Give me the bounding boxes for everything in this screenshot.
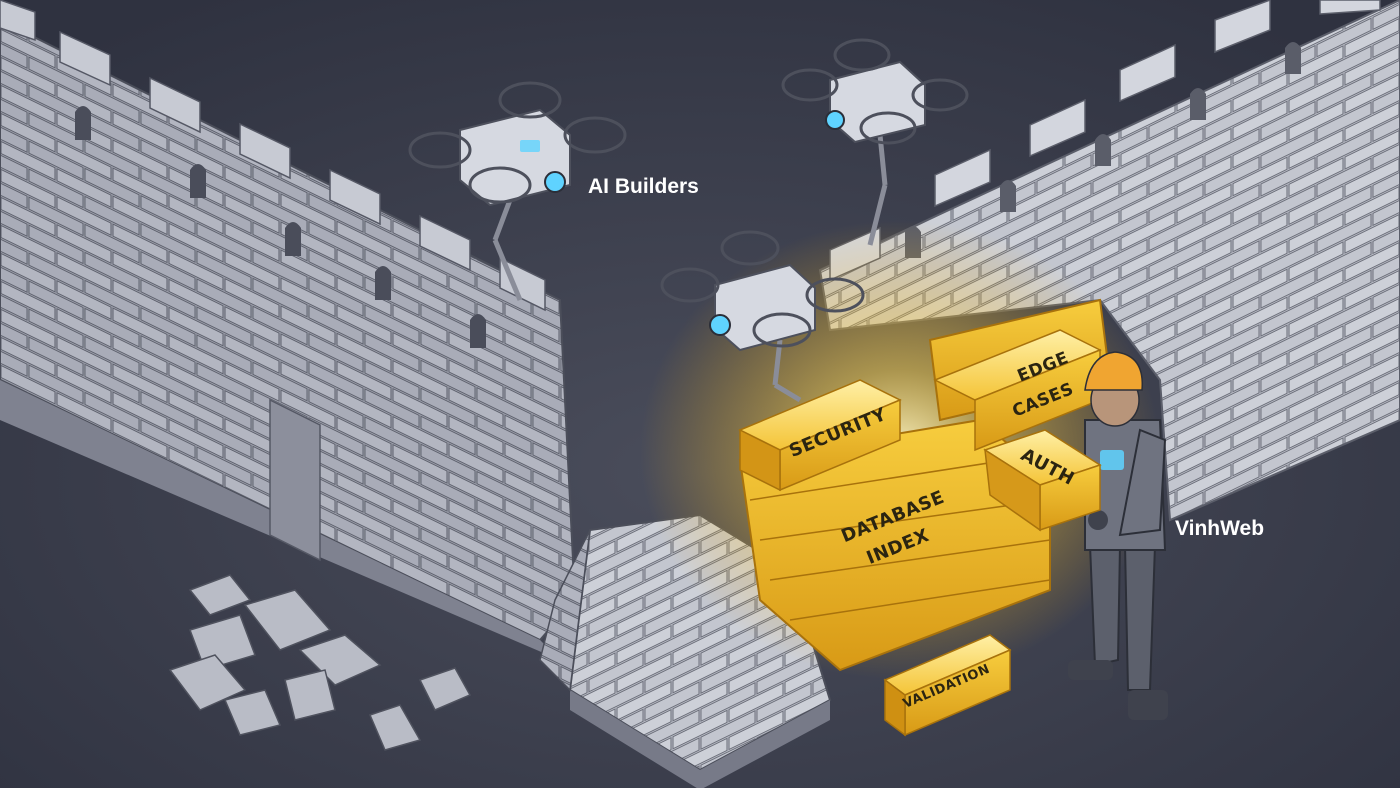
auth-brick: AUTH [983,429,1102,532]
rubble-pile [168,574,472,751]
drone-left [408,81,627,301]
ai-builders-label: AI Builders [588,175,699,198]
drone-center [660,230,865,403]
vinhweb-label: VinhWeb [1175,517,1264,540]
edge-cases-brick: EDGE CASES [933,329,1102,452]
worker-figure [1068,351,1168,720]
validation-brick: VALIDATION [883,634,1012,737]
left-wall [0,0,577,660]
drone-top-right [781,38,969,246]
